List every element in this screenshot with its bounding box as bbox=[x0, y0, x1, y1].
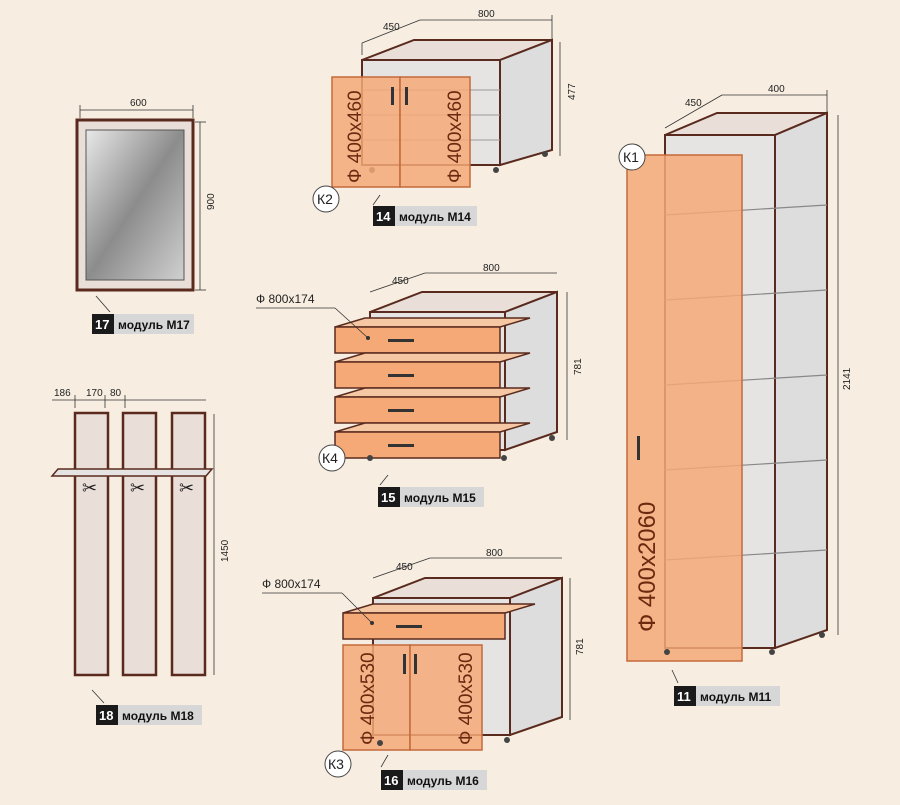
m15-drawer-2 bbox=[334, 352, 531, 389]
m14-width-dim: 800 bbox=[478, 9, 495, 20]
m15-depth-dim: 450 bbox=[392, 276, 409, 287]
m14-door-right-label: Ф 400х460 bbox=[445, 90, 466, 183]
hanger-shelf bbox=[50, 468, 214, 477]
m18-w3-dim: 80 bbox=[110, 388, 122, 399]
m16-label: модуль М16 bbox=[407, 774, 479, 788]
m16-number: 16 bbox=[384, 773, 398, 788]
m17-badge bbox=[92, 314, 114, 334]
m16-callout bbox=[324, 750, 352, 778]
m17-label: модуль М17 bbox=[118, 318, 190, 332]
m11-depth-dim: 450 bbox=[685, 98, 702, 109]
module-m17: 600 900 17 модуль М17 bbox=[75, 98, 217, 334]
m14-callout bbox=[312, 185, 340, 213]
m14-number: 14 bbox=[376, 209, 391, 224]
m18-w2-dim: 170 bbox=[86, 388, 103, 399]
mirror-glass bbox=[85, 129, 185, 281]
m16-callout-text: К3 bbox=[328, 756, 344, 772]
module-m14: 450 800 477 Ф 400х460 Ф 400х460 К2 14 мо… bbox=[312, 9, 578, 226]
m15-drawer-1 bbox=[334, 317, 531, 354]
module-m15: 450 800 781 Ф 800х174 bbox=[256, 263, 584, 507]
m11-door-label: Ф 400х2060 bbox=[634, 502, 661, 632]
m14-depth-dim: 450 bbox=[383, 22, 400, 33]
m15-callout bbox=[318, 444, 346, 472]
hanger-panel-1 bbox=[73, 411, 110, 677]
m16-width-dim: 800 bbox=[486, 548, 503, 559]
m11-callout-text: К1 bbox=[623, 149, 639, 165]
module-m16: 450 800 781 Ф 400х530 Ф 400х530 Ф 800х17… bbox=[262, 548, 586, 790]
m17-number: 17 bbox=[95, 317, 109, 332]
m11-number: 11 bbox=[677, 689, 691, 704]
m11-height-dim: 2141 bbox=[842, 367, 853, 390]
m15-height-dim: 781 bbox=[573, 358, 584, 375]
hook-icon: ✂ bbox=[130, 478, 145, 498]
m18-number: 18 bbox=[99, 708, 113, 723]
m14-height-dim: 477 bbox=[567, 83, 578, 100]
m15-drawer-4 bbox=[334, 422, 531, 459]
m14-door-right bbox=[399, 76, 471, 188]
m15-drawer-3 bbox=[334, 387, 531, 424]
module-m11: 450 400 2141 Ф 400х2060 К1 11 модуль М11 bbox=[618, 84, 853, 706]
m16-door-left-label: Ф 400х530 bbox=[358, 652, 379, 745]
m16-door-left bbox=[342, 644, 411, 751]
hook-icon: ✂ bbox=[179, 478, 194, 498]
m17-label-bg bbox=[114, 314, 194, 334]
m18-height-dim: 1450 bbox=[220, 539, 231, 562]
m16-drawer-label: Ф 800х174 bbox=[262, 577, 321, 591]
hanger-panel-3 bbox=[170, 411, 207, 677]
m15-width-dim: 800 bbox=[483, 263, 500, 274]
m11-door bbox=[626, 154, 743, 662]
m14-door-left-label: Ф 400х460 bbox=[345, 90, 366, 183]
m16-door-right-label: Ф 400х530 bbox=[456, 652, 477, 745]
m16-door-right bbox=[409, 644, 483, 751]
m18-w1-dim: 186 bbox=[54, 388, 71, 399]
m16-depth-dim: 450 bbox=[396, 562, 413, 573]
m16-drawer bbox=[342, 612, 506, 640]
hanger-panel-2 bbox=[121, 411, 158, 677]
m11-callout bbox=[618, 143, 646, 171]
m15-number: 15 bbox=[381, 490, 395, 505]
m17-height-dim: 900 bbox=[206, 193, 217, 210]
m17-width-dim: 600 bbox=[130, 98, 147, 109]
m18-label: модуль М18 bbox=[122, 709, 194, 723]
m14-door-left bbox=[331, 76, 401, 188]
m15-label: модуль М15 bbox=[404, 491, 476, 505]
m11-width-dim: 400 bbox=[768, 84, 785, 95]
m11-label: модуль М11 bbox=[700, 690, 772, 704]
m15-callout-text: К4 bbox=[322, 450, 338, 466]
hook-icon: ✂ bbox=[82, 478, 97, 498]
m15-drawer-label: Ф 800х174 bbox=[256, 292, 315, 306]
m14-label: модуль М14 bbox=[399, 210, 471, 224]
module-m18: 186 170 80 ✂ ✂ ✂ 1450 18 модуль М18 bbox=[50, 388, 231, 725]
m14-callout-text: К2 bbox=[317, 191, 333, 207]
m16-height-dim: 781 bbox=[575, 638, 586, 655]
